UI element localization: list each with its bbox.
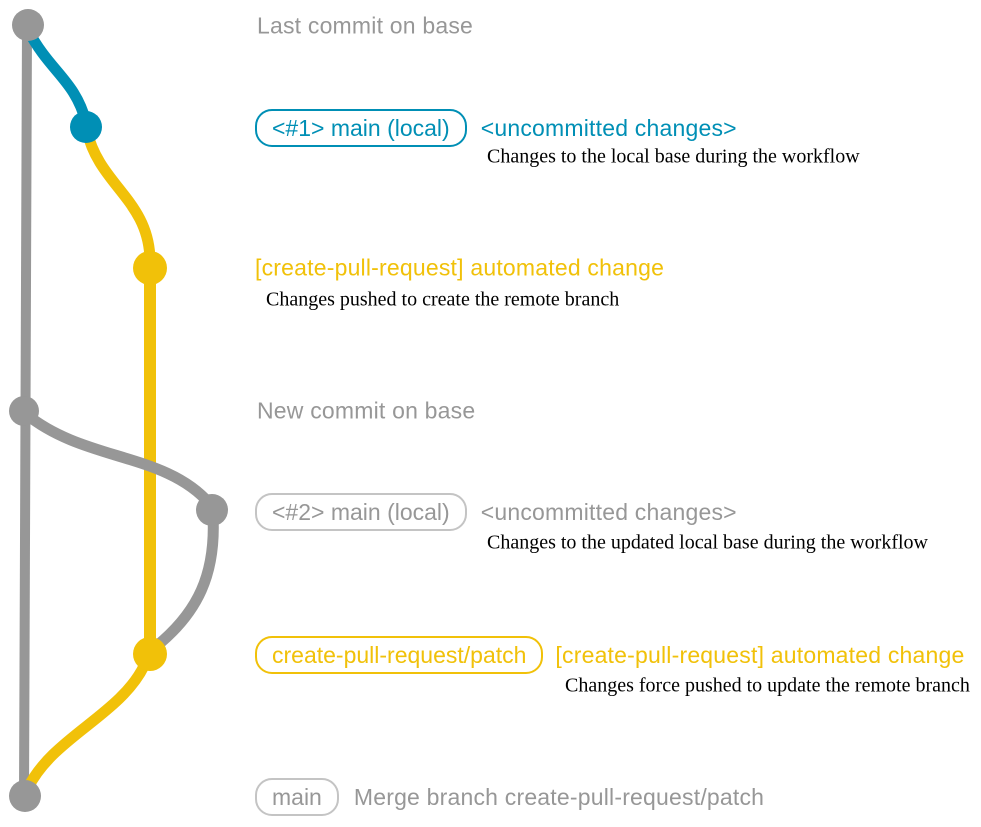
commit-dot-new-base: [9, 396, 39, 426]
branch-pill-main: main: [255, 778, 339, 816]
patch-branch-merge-curve: [22, 660, 150, 794]
commit-dot-merge: [9, 780, 41, 812]
commit-dot-automated-change-2: [133, 637, 167, 671]
automated-change-message-2: [create-pull-request] automated change: [555, 641, 965, 668]
branch-pill-main-local-2: <#2> main (local): [255, 493, 467, 531]
uncommitted-changes-message-2: <uncommitted changes>: [480, 498, 737, 525]
patch-branch-curve-from-local-main: [81, 125, 156, 266]
automated-change-message-1: [create-pull-request] automated change: [255, 254, 665, 281]
branch-pill-main-local-1: <#1> main (local): [255, 109, 467, 147]
new-commit-on-base-label: New commit on base: [257, 397, 476, 424]
local-main-branch-line-2: [20, 408, 216, 510]
commit-dot-automated-change-1: [133, 251, 167, 285]
commit-dot-last-base: [12, 9, 44, 41]
branch-pill-create-pull-request-patch: create-pull-request/patch: [255, 636, 544, 674]
uncommitted-changes-message-1: <uncommitted changes>: [480, 114, 737, 141]
merge-branch-message: Merge branch create-pull-request/patch: [353, 783, 765, 810]
commit-dot-local-main-2: [196, 494, 228, 526]
force-pushed-note: Changes force pushed to update the remot…: [565, 674, 970, 697]
last-commit-on-base-label: Last commit on base: [257, 12, 474, 39]
local-base-changes-note-1: Changes to the local base during the wor…: [487, 145, 860, 168]
local-main-2-update-curve: [153, 510, 219, 650]
commit-dot-local-main-1: [70, 111, 102, 143]
local-main-branch-line-1: [22, 24, 92, 128]
pushed-to-create-note: Changes pushed to create the remote bran…: [266, 288, 620, 311]
updated-local-base-changes-note: Changes to the updated local base during…: [487, 531, 928, 554]
